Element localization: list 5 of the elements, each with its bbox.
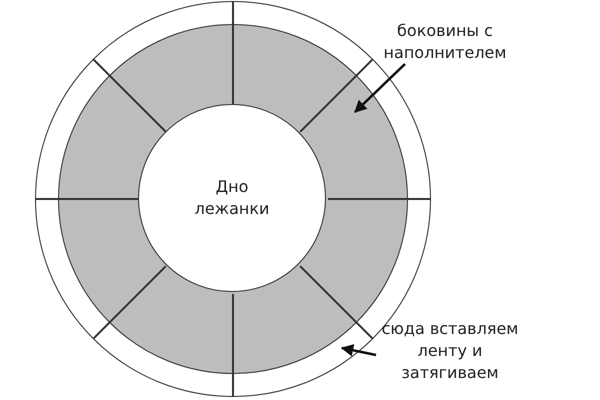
leader-arrow <box>354 63 406 113</box>
callout-text: боковины с наполнителем <box>350 20 540 64</box>
callout-text: сюда вставляем ленту и затягиваем <box>375 318 525 384</box>
leader-arrow <box>340 344 376 356</box>
part-label: Дно лежанки <box>194 176 270 220</box>
